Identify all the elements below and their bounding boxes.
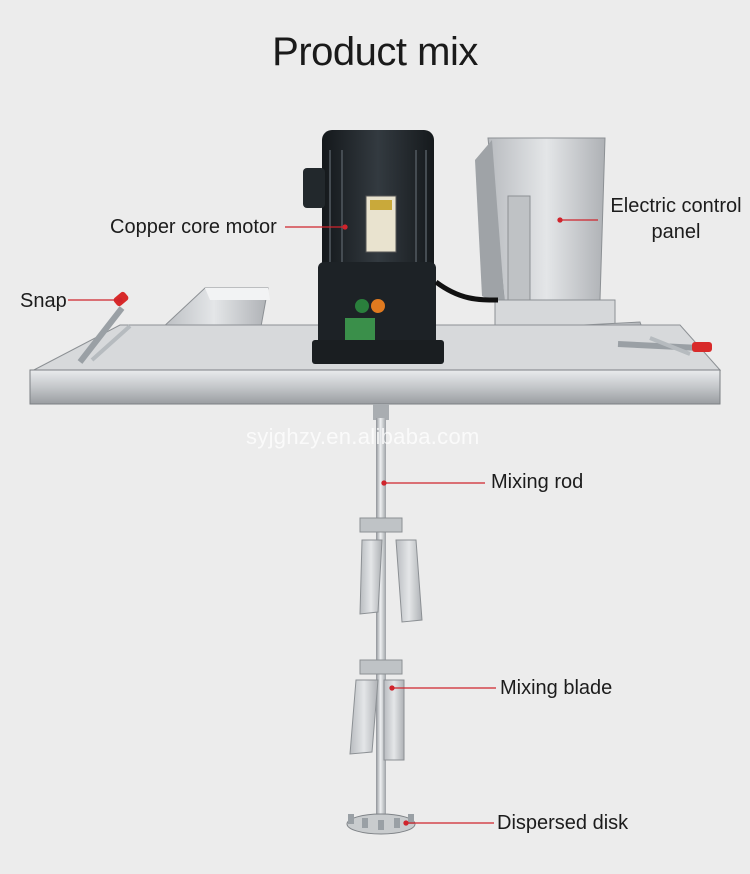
motor-label: Copper core motor <box>110 216 277 238</box>
disk-leader-dot <box>403 820 409 826</box>
blade-leader-dot <box>389 685 395 691</box>
motor-leader-dot <box>342 224 348 230</box>
mixing-blade-label: Mixing blade <box>500 677 613 699</box>
control-panel-label: Electric control panel <box>604 193 748 245</box>
watermark-text: syjghzy.en.alibaba.com <box>246 424 480 449</box>
control-panel-label-line-2: panel <box>651 221 701 243</box>
control-panel <box>475 137 616 329</box>
snap-leader-dot <box>117 297 123 303</box>
dispersed-disk <box>346 813 416 835</box>
mixing-rod-label: Mixing rod <box>491 471 584 493</box>
right-snap <box>617 336 712 356</box>
page-title: Product mix <box>272 30 478 74</box>
snap-label: Snap <box>20 290 67 312</box>
mixing-rod <box>373 404 389 818</box>
motor <box>303 130 499 364</box>
callout-leader-lines <box>68 217 598 826</box>
upper-blade <box>359 517 423 623</box>
control-panel-label-line-1: Electric control <box>610 195 742 217</box>
panel-leader-dot <box>557 217 563 223</box>
lower-blade <box>349 659 405 761</box>
rod-leader-dot <box>381 480 387 486</box>
dispersed-disk-label: Dispersed disk <box>497 812 629 834</box>
